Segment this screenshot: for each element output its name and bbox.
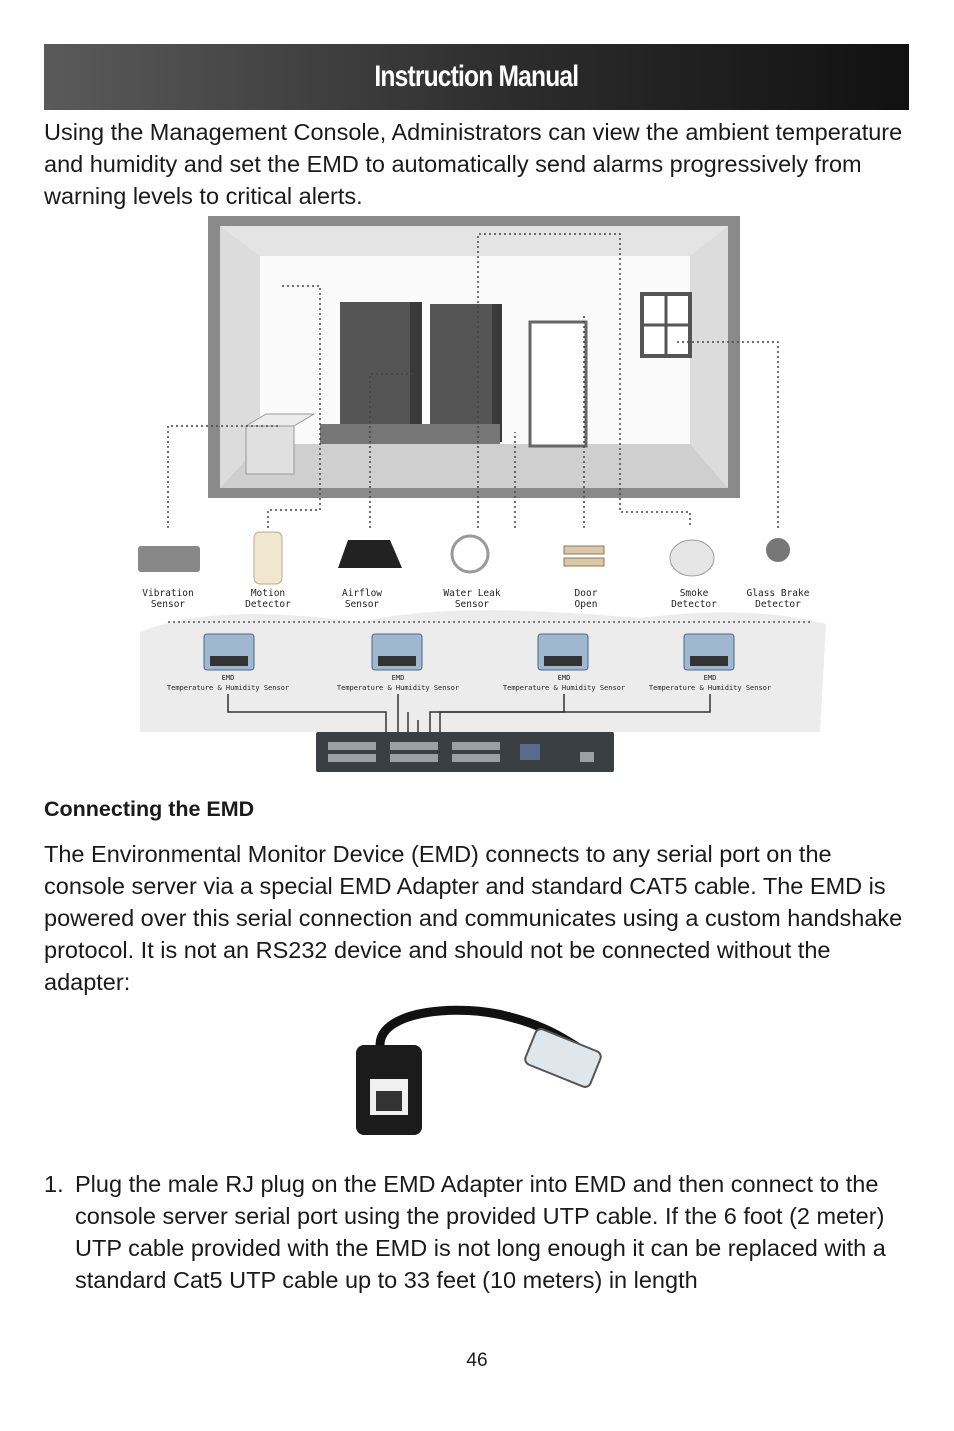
- room-ceiling: [220, 226, 728, 256]
- room-left-wall: [220, 226, 260, 488]
- sensor-label: Airflow: [342, 588, 382, 599]
- sensor-label: Vibration: [142, 588, 193, 599]
- server-rack-right: [430, 304, 492, 442]
- sensor-wiring: [167, 233, 779, 528]
- smoke-detector-icon: [669, 539, 715, 577]
- equipment-box: [245, 425, 295, 475]
- door: [528, 320, 588, 448]
- sensor-label: Detector: [245, 599, 291, 610]
- emd-unit: EMD Temperature & Humidity Sensor: [649, 633, 771, 692]
- sensor-label: Detector: [671, 599, 717, 610]
- intro-paragraph: Using the Management Console, Administra…: [44, 119, 903, 209]
- emd-sublabel: Temperature & Humidity Sensor: [337, 684, 459, 692]
- sensor-label: Motion: [251, 588, 285, 599]
- section-heading: Connecting the EMD: [44, 797, 255, 821]
- sensor-label: Water Leak: [443, 588, 500, 599]
- emd-cables: [227, 694, 711, 732]
- room-right-wall: [690, 226, 728, 488]
- emd-sublabel: Temperature & Humidity Sensor: [503, 684, 625, 692]
- emd-adapter-image: [356, 1005, 602, 1135]
- sensor-labels: Vibration Sensor Motion Detector Airflow…: [142, 588, 809, 610]
- header-title: Instruction Manual: [374, 60, 580, 93]
- sensor-label: Door: [575, 588, 598, 599]
- header-bar: Instruction Manual: [44, 44, 909, 110]
- room-floor: [220, 444, 728, 488]
- sensor-label: Sensor: [455, 599, 490, 610]
- server-rack-left: [340, 302, 410, 442]
- step-list-item: 1. Plug the male RJ plug on the EMD Adap…: [44, 1168, 914, 1296]
- emd-label: EMD: [704, 674, 717, 682]
- emd-unit: EMD Temperature & Humidity Sensor: [167, 633, 289, 692]
- sensor-label: Sensor: [151, 599, 186, 610]
- emd-unit: EMD Temperature & Humidity Sensor: [337, 633, 459, 692]
- water-leak-sensor-icon: [450, 534, 490, 574]
- console-server-icon: [316, 732, 614, 772]
- step-number: 1.: [44, 1171, 64, 1197]
- sensor-label: Detector: [755, 599, 801, 610]
- emd-label: EMD: [558, 674, 571, 682]
- environment-monitoring-diagram: Vibration Sensor Motion Detector Airflow…: [138, 216, 826, 772]
- page-number: 46: [466, 1350, 488, 1371]
- vibration-sensor-icon: [138, 546, 200, 572]
- emd-label: EMD: [222, 674, 235, 682]
- sensor-label: Open: [575, 599, 598, 610]
- world-map-background: [140, 610, 826, 732]
- emd-sublabel: Temperature & Humidity Sensor: [167, 684, 289, 692]
- door-open-sensor-icon: [563, 545, 605, 555]
- step-text: Plug the male RJ plug on the EMD Adapter…: [75, 1171, 886, 1293]
- section-paragraph: The Environmental Monitor Device (EMD) c…: [44, 841, 903, 995]
- motion-detector-icon: [253, 531, 283, 585]
- sensor-label: Sensor: [345, 599, 380, 610]
- emd-unit: EMD Temperature & Humidity Sensor: [503, 633, 625, 692]
- raised-floor-platform: [320, 424, 500, 444]
- emd-sublabel: Temperature & Humidity Sensor: [649, 684, 771, 692]
- glass-break-detector-icon: [766, 538, 790, 562]
- sensor-label: Smoke: [680, 588, 709, 599]
- sensor-label: Glass Brake: [747, 588, 810, 599]
- rj45-plug-icon: [524, 1028, 602, 1088]
- airflow-sensor-icon: [338, 540, 402, 568]
- emd-label: EMD: [392, 674, 405, 682]
